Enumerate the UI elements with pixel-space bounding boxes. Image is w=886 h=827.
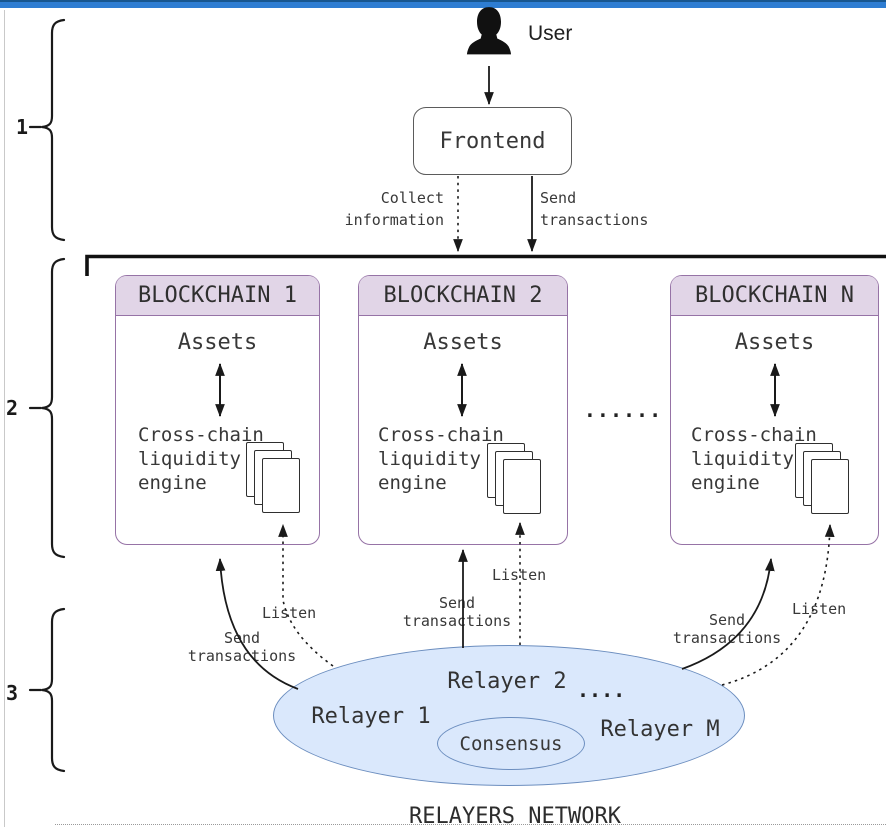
relayer-2-label: Relayer 2 xyxy=(447,669,567,694)
layer-3-brace xyxy=(41,607,66,773)
documents-stack-icon xyxy=(811,459,849,514)
relayer-1-label: Relayer 1 xyxy=(311,704,431,729)
user-icon xyxy=(466,7,512,55)
blockchain-ellipsis: ...... xyxy=(583,398,663,422)
arrow-send-transactions-left xyxy=(215,557,299,690)
consensus-label: Consensus xyxy=(459,733,563,755)
documents-stack-icon xyxy=(262,458,300,513)
relayers-network-caption: RELAYERS NETWORK xyxy=(409,804,621,827)
frontend-label: Frontend xyxy=(439,128,546,154)
send-transactions-label-right: Send transactions xyxy=(672,611,782,647)
relayer-ellipsis: .... xyxy=(577,678,626,702)
documents-stack-icon xyxy=(503,459,541,514)
blockchain-1-engine-label: Cross-chain liquidity engine xyxy=(138,424,264,494)
frontend-box: Frontend xyxy=(413,107,572,175)
blockchain-2-title: BLOCKCHAIN 2 xyxy=(359,276,567,316)
layer-1-number: 1 xyxy=(15,115,29,139)
collect-information-label: Collect information xyxy=(344,189,444,229)
relayer-m-label: Relayer M xyxy=(600,717,720,742)
user-label: User xyxy=(528,22,573,45)
listen-label-right: Listen xyxy=(792,600,847,618)
listen-label-left: Listen xyxy=(262,604,317,622)
send-transactions-label-top: Send transactions xyxy=(540,189,649,229)
page-left-border xyxy=(4,10,5,827)
blockchain-n-title: BLOCKCHAIN N xyxy=(671,276,878,316)
blockchain-2-assets-label: Assets xyxy=(423,330,503,355)
blockchain-1-title: BLOCKCHAIN 1 xyxy=(116,276,319,316)
layer-2-number: 2 xyxy=(5,396,19,420)
listen-label-middle: Listen xyxy=(492,566,547,584)
blockchain-1-assets-label: Assets xyxy=(177,330,258,355)
layer-2-brace xyxy=(41,257,66,559)
page-bottom-dotted-border xyxy=(55,824,886,825)
section-2-divider-line xyxy=(85,254,886,276)
top-blue-bar xyxy=(0,0,886,8)
consensus-ellipse xyxy=(437,717,585,770)
send-transactions-label-left: Send transactions xyxy=(187,629,297,665)
blockchain-n-assets-label: Assets xyxy=(734,330,815,355)
layer-3-number: 3 xyxy=(5,681,19,705)
blockchain-n-engine-label: Cross-chain liquidity engine xyxy=(691,424,817,494)
layer-1-brace xyxy=(41,18,66,242)
send-transactions-label-middle: Send transactions xyxy=(402,594,512,630)
blockchain-2-engine-label: Cross-chain liquidity engine xyxy=(378,424,504,494)
